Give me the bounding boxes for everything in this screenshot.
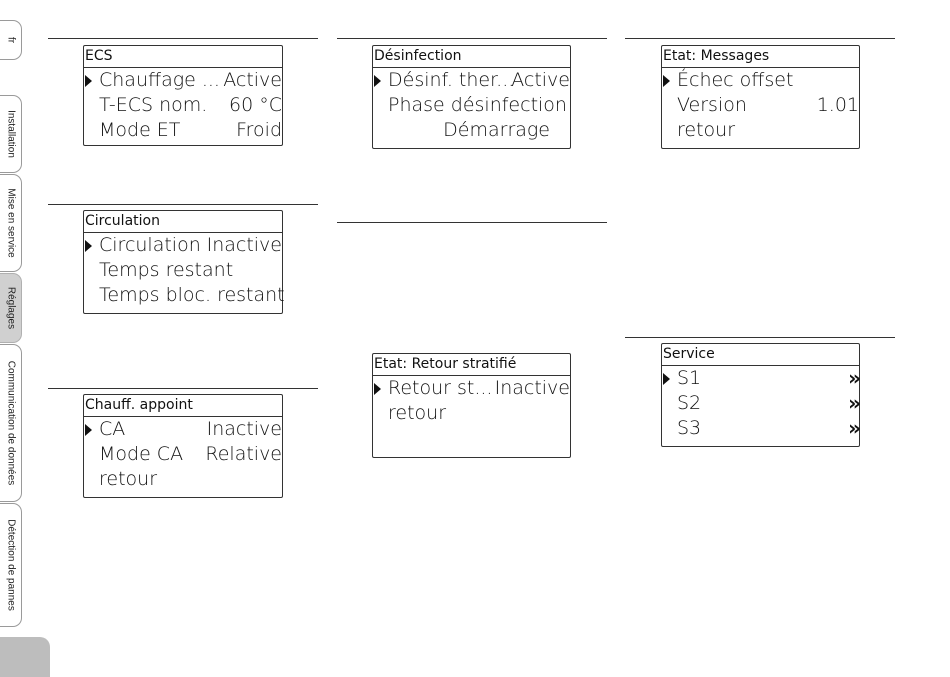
menu-item-label: CA	[99, 418, 126, 440]
screen-chauff-appoint: Chauff. appoint CA Inactive Mode CA Rela…	[83, 394, 283, 498]
cursor-icon	[374, 75, 381, 87]
menu-item-value: Inactive	[206, 418, 282, 440]
side-tab-mise-en-service[interactable]: Mise en service	[0, 174, 22, 272]
cursor-icon	[85, 75, 92, 87]
side-tab-communication[interactable]: Communication de données	[0, 344, 22, 502]
menu-item-label: Mode CA	[99, 443, 184, 465]
separator	[48, 38, 318, 39]
cursor-icon	[663, 373, 670, 385]
menu-item-retour[interactable]: retour	[373, 401, 570, 426]
screen-desinfection: Désinfection Désinf. ther... Active Phas…	[372, 45, 571, 149]
menu-item-label: Circulation	[99, 234, 201, 256]
menu-item-s3[interactable]: S3 »	[662, 416, 861, 441]
menu-item-label: Temps bloc. restant	[99, 284, 285, 306]
menu-item-label: Version	[677, 94, 747, 116]
side-tab-label: Mise en service	[5, 188, 16, 258]
screen-service: Service S1 » S2 » S3 »	[661, 343, 861, 447]
menu-item-version[interactable]: Version 1.01	[662, 93, 859, 118]
menu-item-phase-desinfection[interactable]: Phase désinfection	[373, 93, 570, 118]
cursor-icon	[85, 240, 92, 252]
side-tab-reglages[interactable]: Réglages	[0, 273, 22, 343]
menu-item-ca[interactable]: CA Inactive	[84, 417, 282, 442]
menu-item-circulation[interactable]: Circulation Inactive	[84, 233, 282, 258]
screen-ecs: ECS Chauffage ... Active T-ECS nom. 60 °…	[83, 45, 283, 146]
menu-item-value: Active	[223, 69, 282, 91]
menu-item-mode-ca[interactable]: Mode CA Relative	[84, 442, 282, 467]
screen-circulation: Circulation Circulation Inactive Temps r…	[83, 210, 285, 314]
menu-item-label: retour	[677, 119, 736, 141]
menu-item-label: S1	[677, 367, 702, 389]
menu-item-temps-bloc-restant[interactable]: Temps bloc. restant	[84, 283, 285, 308]
menu-item-label: retour	[388, 402, 447, 424]
menu-item-value: 1.01	[816, 94, 859, 116]
menu-item-label: T-ECS nom.	[99, 94, 208, 116]
menu-item-demarrage[interactable]: Démarrage	[373, 118, 570, 143]
menu-item-label: S2	[677, 392, 702, 414]
menu-item-label: Désinf. ther...	[388, 69, 515, 91]
cursor-icon	[85, 424, 92, 436]
menu-item-value: Froid	[236, 119, 282, 141]
menu-item-s2[interactable]: S2 »	[662, 391, 861, 416]
menu-item-label: Temps restant	[99, 259, 234, 281]
menu-item-tecs-nom[interactable]: T-ECS nom. 60 °C	[84, 93, 282, 118]
page-number-chip	[0, 637, 50, 677]
menu-item-label: Mode ET	[99, 119, 181, 141]
menu-item-value: Démarrage	[443, 119, 550, 141]
double-chevron-right-icon: »	[848, 391, 861, 415]
menu-item-s1[interactable]: S1 »	[662, 366, 861, 391]
cursor-icon	[663, 75, 670, 87]
menu-item-echec-offset[interactable]: Échec offset	[662, 68, 859, 93]
side-tab-label: Communication de données	[5, 360, 16, 486]
menu-item-chauffage[interactable]: Chauffage ... Active	[84, 68, 282, 93]
menu-item-value: Inactive	[206, 234, 282, 256]
double-chevron-right-icon: »	[848, 366, 861, 390]
menu-item-label: S3	[677, 417, 702, 439]
separator	[625, 337, 895, 338]
screen-title: Etat: Retour stratifié	[373, 354, 570, 376]
side-tab-label: fr	[5, 36, 16, 44]
menu-item-label: Retour st...	[388, 377, 493, 399]
menu-item-label: retour	[99, 468, 158, 490]
separator	[48, 388, 318, 389]
menu-item-retour-stratifie[interactable]: Retour st... Inactive	[373, 376, 570, 401]
separator	[337, 222, 607, 223]
separator	[625, 38, 895, 39]
screen-retour-stratifie: Etat: Retour stratifié Retour st... Inac…	[372, 353, 571, 458]
menu-item-retour[interactable]: retour	[662, 118, 859, 143]
screen-title: Chauff. appoint	[84, 395, 282, 417]
side-tab-label: Réglages	[5, 286, 16, 330]
menu-item-retour[interactable]: retour	[84, 467, 282, 492]
side-tab-fr[interactable]: fr	[0, 20, 22, 60]
screen-title: ECS	[84, 46, 282, 68]
double-chevron-right-icon: »	[848, 416, 861, 440]
menu-item-label: Échec offset	[677, 69, 794, 91]
menu-item-value: Active	[511, 69, 570, 91]
cursor-icon	[374, 383, 381, 395]
screen-title: Service	[662, 344, 859, 366]
separator	[48, 204, 318, 205]
menu-item-mode-et[interactable]: Mode ET Froid	[84, 118, 282, 143]
menu-item-label: Phase désinfection	[388, 94, 567, 116]
menu-item-value: Relative	[205, 443, 282, 465]
menu-item-label: Chauffage ...	[99, 69, 220, 91]
side-tab-detection-pannes[interactable]: Détection de pannes	[0, 503, 22, 627]
menu-item-value: 60 °C	[229, 94, 282, 116]
screen-title: Circulation	[84, 211, 282, 233]
menu-item-value: Inactive	[494, 377, 570, 399]
screen-messages: Etat: Messages Échec offset Version 1.01…	[661, 45, 860, 149]
menu-item-temps-restant[interactable]: Temps restant	[84, 258, 282, 283]
separator	[337, 38, 607, 39]
side-tab-label: Détection de pannes	[5, 519, 16, 611]
screen-title: Désinfection	[373, 46, 570, 68]
screen-title: Etat: Messages	[662, 46, 859, 68]
side-tab-installation[interactable]: Installation	[0, 95, 22, 173]
menu-item-desinf-thermique[interactable]: Désinf. ther... Active	[373, 68, 570, 93]
side-tab-label: Installation	[5, 110, 16, 158]
